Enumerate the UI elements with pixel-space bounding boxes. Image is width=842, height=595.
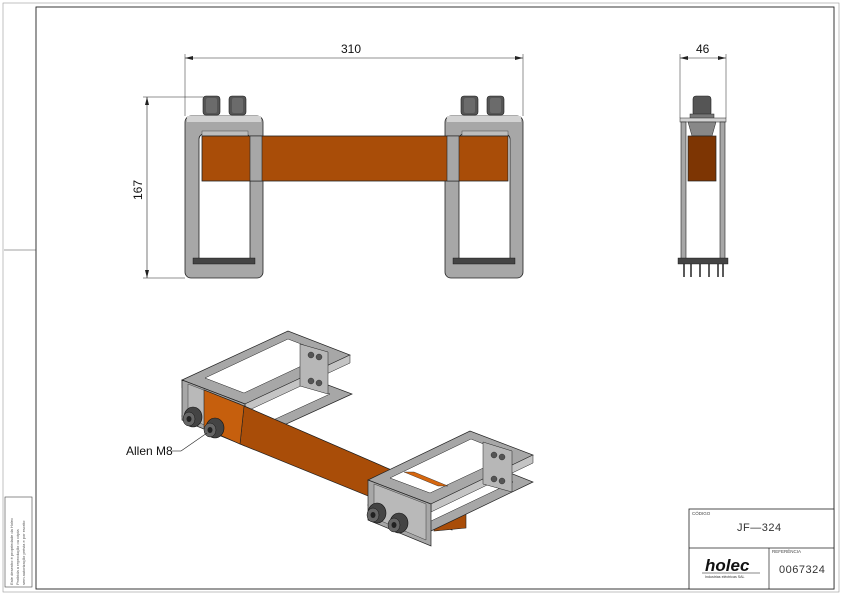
reference-value: 0067324 bbox=[779, 564, 825, 576]
code-value: JF—324 bbox=[737, 522, 782, 534]
dimension-height-label: 167 bbox=[131, 180, 145, 200]
copper-busbar-section bbox=[687, 135, 717, 182]
callout-leader bbox=[180, 432, 208, 452]
allen-bolt-right bbox=[366, 502, 409, 534]
bolt-head bbox=[692, 95, 712, 117]
side-notice-line-1: Este desenho é propriedade da Holec bbox=[9, 518, 14, 585]
title-block: CÓDIGO JF—324 holec Industrias eléctrica… bbox=[688, 508, 835, 590]
side-notice-line-2: Proibida a reprodução ou cópia bbox=[15, 529, 20, 585]
side-view: 46 bbox=[677, 42, 729, 277]
copper-busbar bbox=[201, 135, 509, 182]
callout-allen-label: Allen M8 bbox=[126, 444, 173, 458]
reference-caption: REFERÊNCIA bbox=[772, 547, 801, 554]
allen-bolt-left bbox=[182, 406, 225, 439]
holec-logo: holec bbox=[705, 556, 750, 575]
side-notice-line-3: sem autorização prévia e por escrito bbox=[21, 520, 26, 585]
holec-logo-subtitle: Industrias eléctricas SAL bbox=[705, 575, 745, 579]
code-caption: CÓDIGO bbox=[692, 510, 711, 516]
isometric-view: Allen M8 bbox=[126, 330, 534, 547]
dimension-length-label: 310 bbox=[341, 42, 361, 56]
front-view: 310 167 bbox=[131, 42, 524, 279]
inner-frame bbox=[35, 6, 835, 590]
side-notice: Este desenho é propriedade da Holec Proi… bbox=[4, 496, 33, 588]
dimension-width-label: 46 bbox=[696, 42, 710, 56]
